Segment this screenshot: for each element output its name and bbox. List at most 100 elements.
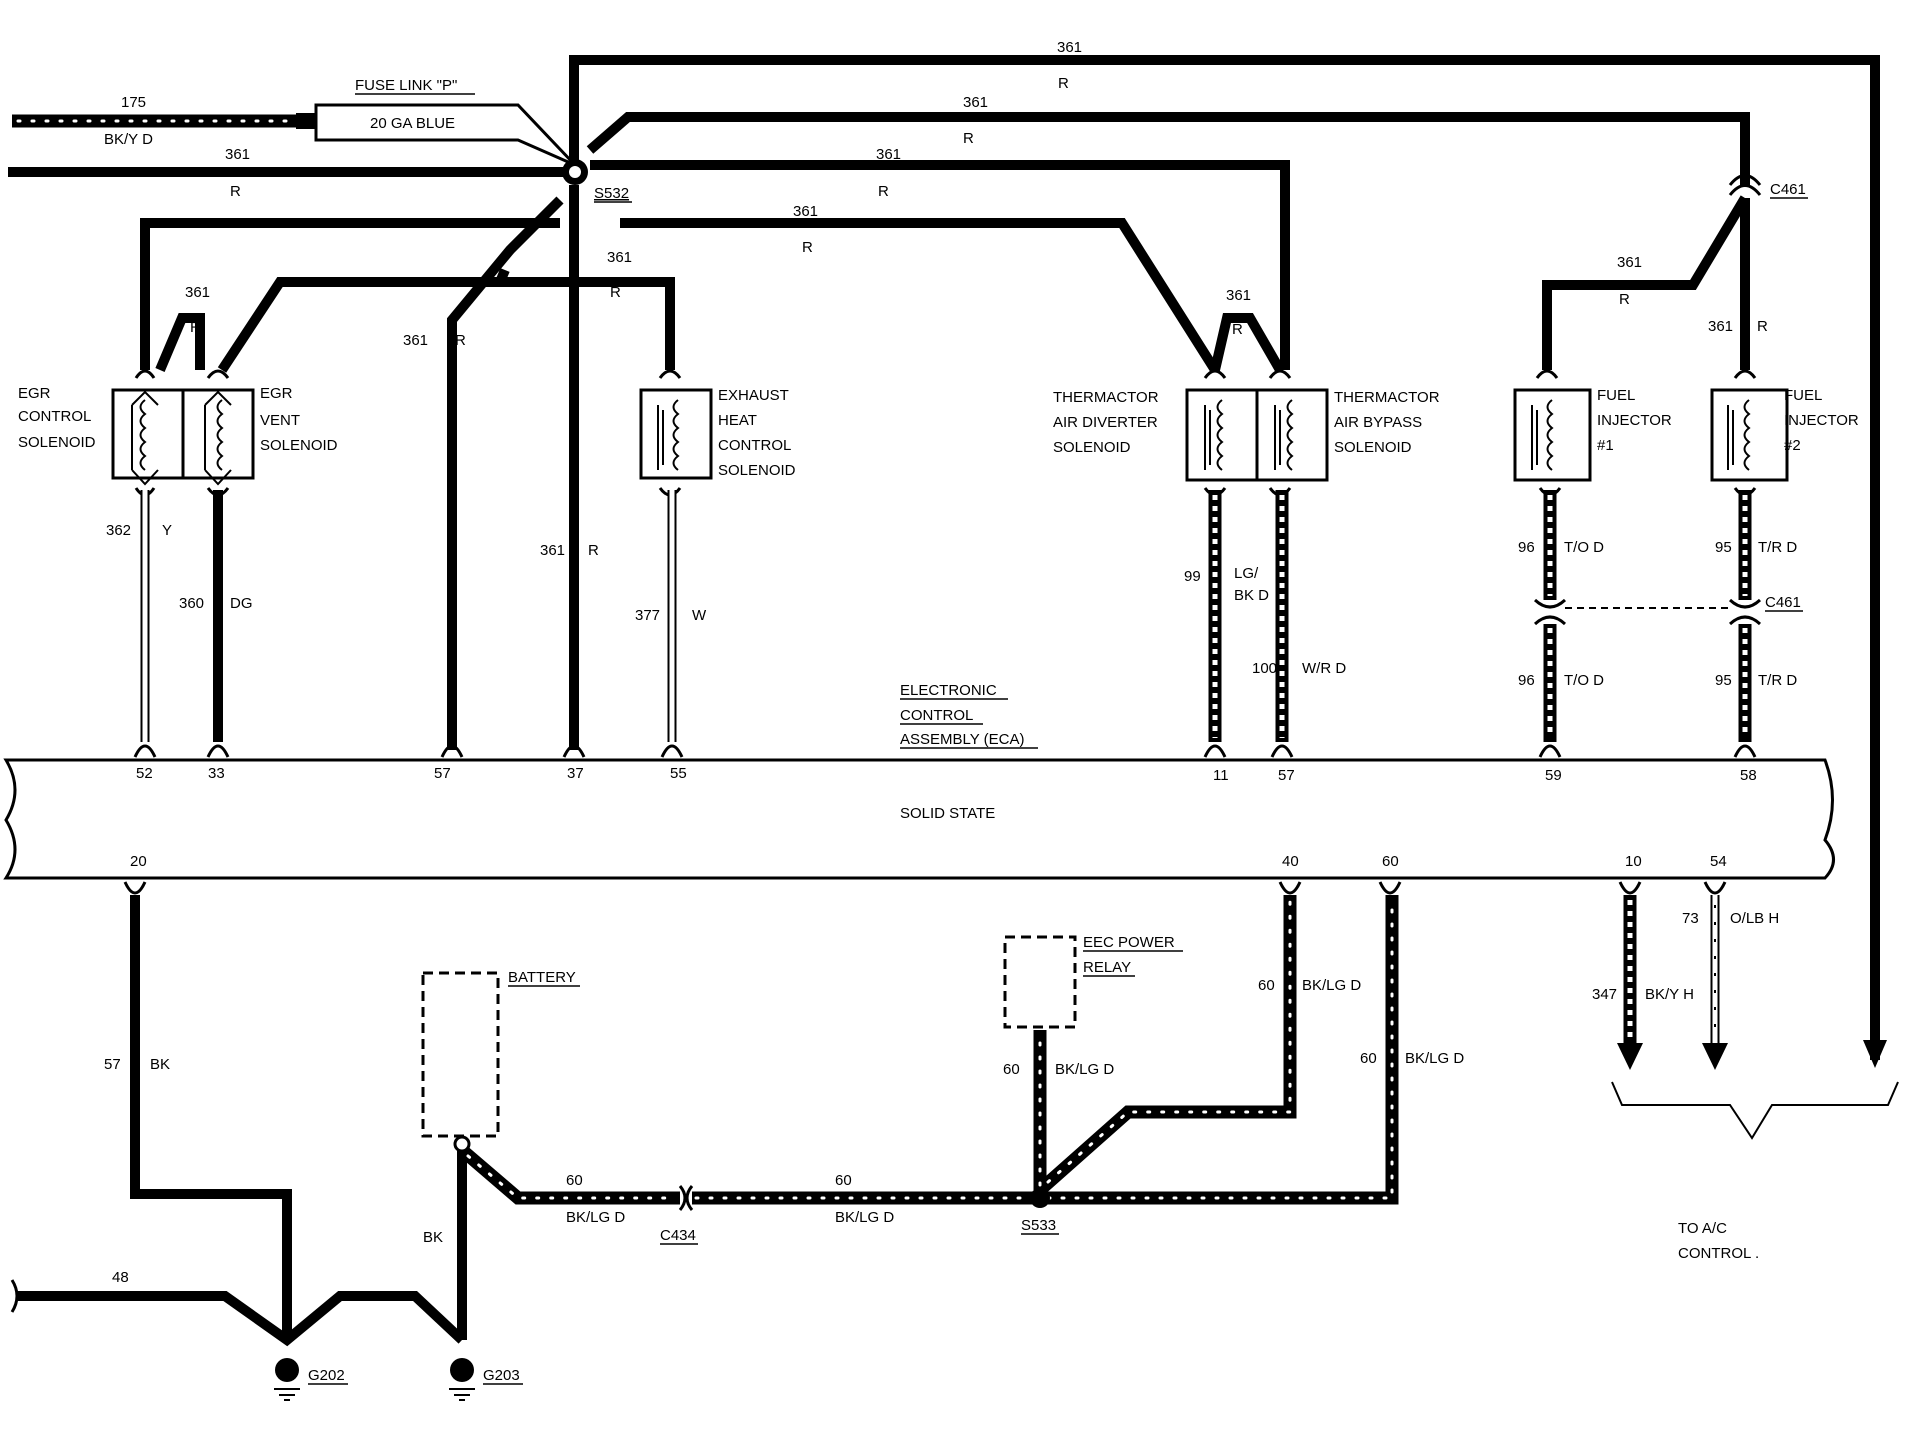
injector2-line-2: INJECTOR <box>1784 412 1859 429</box>
injector1-line-2: INJECTOR <box>1597 412 1672 429</box>
pin-55: 55 <box>670 765 687 782</box>
pin-20: 20 <box>130 853 147 870</box>
splice-s533: S533 <box>1021 1188 1059 1235</box>
label-r-l: R <box>1757 318 1768 335</box>
label-bk-a: BK <box>150 1056 170 1073</box>
fuel-injector-1 <box>1513 388 1592 482</box>
bypass-line-1: THERMACTOR <box>1334 389 1440 406</box>
c461-top-label: C461 <box>1770 181 1806 198</box>
label-bklgd-a: BK/LG D <box>566 1209 625 1226</box>
eec-relay-line-2: RELAY <box>1083 959 1131 976</box>
pin-11: 11 <box>1213 767 1229 784</box>
to-ac-line-2: CONTROL . <box>1678 1245 1759 1262</box>
label-361-c: 361 <box>225 146 250 163</box>
label-361-k: 361 <box>1617 254 1642 271</box>
fuse-link-title: FUSE LINK "P" <box>355 77 457 94</box>
eec-power-relay: EEC POWER RELAY <box>1003 934 1183 1029</box>
label-60-d: 60 <box>1258 977 1275 994</box>
splice-s532: S532 <box>562 159 632 203</box>
label-99: 99 <box>1184 568 1201 585</box>
label-w: W <box>692 607 707 624</box>
eca-pin-labels-top: 52 33 57 37 55 11 57 59 58 <box>136 765 1757 784</box>
label-bk-b: BK <box>423 1229 443 1246</box>
label-y: Y <box>162 522 172 539</box>
component-labels: EGR CONTROL SOLENOID EGR VENT SOLENOID E… <box>18 385 1859 1262</box>
injector1-line-3: #1 <box>1597 437 1614 454</box>
pin-40: 40 <box>1282 853 1299 870</box>
diverter-line-3: SOLENOID <box>1053 439 1131 456</box>
pin-52: 52 <box>136 765 153 782</box>
label-r-c: R <box>230 183 241 200</box>
label-361-b: 361 <box>963 94 988 111</box>
label-r-k: R <box>1619 291 1630 308</box>
diverter-line-1: THERMACTOR <box>1053 389 1159 406</box>
connector-c461-top: C461 <box>1728 174 1808 199</box>
arrow-down-icon <box>1863 1040 1887 1068</box>
label-tod-a: T/O D <box>1564 539 1604 556</box>
label-bkyd: BK/Y D <box>104 131 153 148</box>
injector2-line-1: FUEL <box>1784 387 1822 404</box>
c461-mid-label: C461 <box>1765 594 1801 611</box>
egr-control-line-2: CONTROL <box>18 408 91 425</box>
label-r-h: R <box>455 332 466 349</box>
eec-relay-line-1: EEC POWER <box>1083 934 1175 951</box>
label-96-b: 96 <box>1518 672 1535 689</box>
label-347: 347 <box>1592 986 1617 1003</box>
thermactor-air-bypass-solenoid <box>1255 388 1329 482</box>
label-bklgd-d: BK/LG D <box>1302 977 1361 994</box>
pin-57: 57 <box>434 765 451 782</box>
pin-58: 58 <box>1740 767 1757 784</box>
label-361-g: 361 <box>185 284 210 301</box>
exhaust-line-2: HEAT <box>718 412 757 429</box>
label-73: 73 <box>1682 910 1699 927</box>
pin-37: 37 <box>567 765 584 782</box>
eca-bottom-connectors <box>123 881 1727 895</box>
egr-vent-line-3: SOLENOID <box>260 437 338 454</box>
exhaust-line-4: SOLENOID <box>718 462 796 479</box>
label-361-j: 361 <box>1226 287 1251 304</box>
label-361-i: 361 <box>540 542 565 559</box>
label-r-j: R <box>1232 321 1243 338</box>
label-362: 362 <box>106 522 131 539</box>
egr-control-line-3: SOLENOID <box>18 434 96 451</box>
fuse-link-gauge: 20 GA BLUE <box>370 115 455 132</box>
pin-59: 59 <box>1545 767 1562 784</box>
egr-control-line-1: EGR <box>18 385 51 402</box>
label-95-b: 95 <box>1715 672 1732 689</box>
wire-347 <box>1617 895 1643 1070</box>
fuel-injector-2 <box>1710 388 1789 482</box>
pin-60: 60 <box>1382 853 1399 870</box>
eca-pin-labels-bottom: 20 40 60 10 54 <box>130 853 1727 870</box>
to-ac-line-1: TO A/C <box>1678 1220 1727 1237</box>
wire-48 <box>18 1291 466 1347</box>
ground-g202: G202 <box>274 1358 348 1401</box>
eca-title-3: ASSEMBLY (ECA) <box>900 731 1024 748</box>
bypass-line-3: SOLENOID <box>1334 439 1412 456</box>
wire-175 <box>12 113 318 129</box>
pin-57b: 57 <box>1278 767 1295 784</box>
label-r-g: R <box>190 319 201 336</box>
connector-c434: C434 <box>660 1185 698 1245</box>
pin-33: 33 <box>208 765 225 782</box>
label-bklgd-e: BK/LG D <box>1405 1050 1464 1067</box>
label-361-e: 361 <box>793 203 818 220</box>
eca-module: ELECTRONIC CONTROL ASSEMBLY (ECA) SOLID … <box>3 682 1835 880</box>
s533-label: S533 <box>1021 1217 1056 1234</box>
label-175: 175 <box>121 94 146 111</box>
label-96-a: 96 <box>1518 539 1535 556</box>
label-lg: LG/ <box>1234 565 1259 582</box>
label-dg: DG <box>230 595 253 612</box>
label-tod-b: T/O D <box>1564 672 1604 689</box>
label-48: 48 <box>112 1269 129 1286</box>
egr-vent-solenoid <box>181 388 255 486</box>
connector-c461-mid: C461 <box>1533 594 1803 626</box>
label-60-b: 60 <box>835 1172 852 1189</box>
egr-control-solenoid <box>111 388 185 486</box>
label-r-a: R <box>1058 75 1069 92</box>
label-bklgd-c: BK/LG D <box>1055 1061 1114 1078</box>
label-95-a: 95 <box>1715 539 1732 556</box>
label-bklgd-b: BK/LG D <box>835 1209 894 1226</box>
battery: BATTERY <box>421 969 580 1153</box>
arrow-down-icon <box>1702 1043 1728 1070</box>
